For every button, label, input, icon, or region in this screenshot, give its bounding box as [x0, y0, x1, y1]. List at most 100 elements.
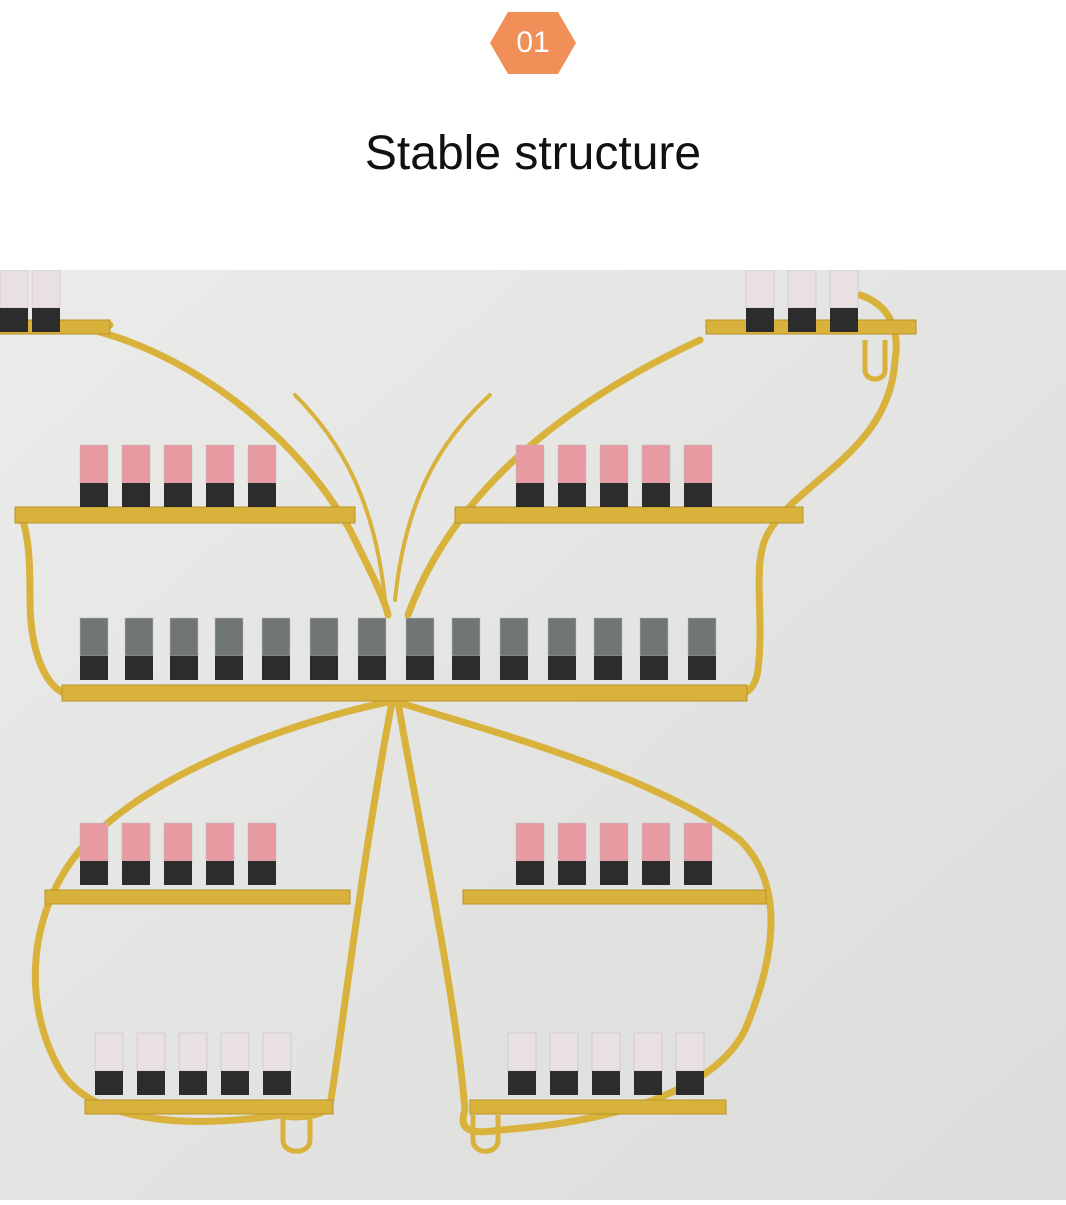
bottle-cap-light-bottom-right-1 — [550, 1071, 578, 1095]
bottle-cap-gray-middle-10 — [548, 656, 576, 680]
bottle-body-light-bottom-right-2 — [591, 1032, 621, 1072]
bottle-body-light-bottom-right-1 — [549, 1032, 579, 1072]
bottle-cap-pink-upper-right-1 — [558, 483, 586, 507]
shelf-bottom-left — [84, 1099, 334, 1115]
bottle-body-gray-middle-11 — [593, 617, 623, 657]
bottle-body-pink-upper-left-2 — [163, 444, 193, 484]
bottle-cap-pink-upper-right-4 — [684, 483, 712, 507]
bottle-cap-gray-middle-3 — [215, 656, 243, 680]
bottle-body-gray-middle-4 — [261, 617, 291, 657]
bottle-body-gray-middle-12 — [639, 617, 669, 657]
bottle-body-pink-upper-right-3 — [641, 444, 671, 484]
bottle-cap-pink-lower-right-3 — [642, 861, 670, 885]
bottle-body-light-top-right-0 — [745, 269, 775, 309]
bottle-body-gray-middle-0 — [79, 617, 109, 657]
bottle-body-light-top-left-1 — [31, 269, 61, 309]
bottle-cap-gray-middle-1 — [125, 656, 153, 680]
bottle-cap-pink-upper-left-3 — [206, 483, 234, 507]
bottle-body-pink-lower-left-2 — [163, 822, 193, 862]
bottle-body-gray-middle-13 — [687, 617, 717, 657]
bottle-cap-light-top-right-0 — [746, 308, 774, 332]
bottle-cap-light-bottom-left-1 — [137, 1071, 165, 1095]
bottle-body-pink-lower-right-0 — [515, 822, 545, 862]
bottle-body-gray-middle-9 — [499, 617, 529, 657]
hook-top-right — [862, 340, 888, 382]
bottle-cap-pink-upper-left-4 — [248, 483, 276, 507]
bottle-cap-light-bottom-left-3 — [221, 1071, 249, 1095]
frame-upper-right-inner — [404, 336, 704, 619]
bottle-body-pink-upper-right-0 — [515, 444, 545, 484]
frame-upper-left-lower — [14, 506, 74, 699]
bottle-cap-pink-lower-right-0 — [516, 861, 544, 885]
bottle-body-pink-lower-right-2 — [599, 822, 629, 862]
bottle-body-gray-middle-3 — [214, 617, 244, 657]
bottle-cap-light-bottom-left-2 — [179, 1071, 207, 1095]
bottle-cap-light-top-right-2 — [830, 308, 858, 332]
bottle-cap-gray-middle-4 — [262, 656, 290, 680]
bottle-cap-gray-middle-5 — [310, 656, 338, 680]
bottle-body-light-bottom-left-1 — [136, 1032, 166, 1072]
bottle-cap-light-top-right-1 — [788, 308, 816, 332]
bottle-cap-gray-middle-11 — [594, 656, 622, 680]
shelf-lower-left — [44, 889, 351, 905]
bottle-body-pink-lower-right-3 — [641, 822, 671, 862]
bottle-cap-gray-middle-9 — [500, 656, 528, 680]
bottle-cap-light-bottom-right-0 — [508, 1071, 536, 1095]
bottle-cap-pink-upper-left-1 — [122, 483, 150, 507]
shelf-upper-left — [14, 506, 356, 524]
bottle-cap-light-top-left-0 — [0, 308, 28, 332]
bottle-cap-gray-middle-6 — [358, 656, 386, 680]
bottle-cap-pink-lower-left-1 — [122, 861, 150, 885]
bottle-cap-light-bottom-right-4 — [676, 1071, 704, 1095]
bottle-body-gray-middle-6 — [357, 617, 387, 657]
bottle-rows — [0, 269, 859, 1095]
bottle-body-pink-lower-left-1 — [121, 822, 151, 862]
bottle-body-light-bottom-left-4 — [262, 1032, 292, 1072]
hexagon-badge-shape — [490, 12, 576, 74]
bottle-cap-light-bottom-left-0 — [95, 1071, 123, 1095]
bottle-cap-pink-upper-right-0 — [516, 483, 544, 507]
hook-bottom-left — [280, 1115, 313, 1154]
butterfly-shelf-illustration — [0, 269, 1066, 1200]
bottle-body-pink-lower-right-1 — [557, 822, 587, 862]
bottle-body-pink-upper-right-4 — [683, 444, 713, 484]
bottle-body-pink-upper-left-0 — [79, 444, 109, 484]
bottle-body-light-bottom-left-0 — [94, 1032, 124, 1072]
shelf-middle — [61, 684, 748, 702]
bottle-body-pink-upper-right-2 — [599, 444, 629, 484]
product-photo — [0, 269, 1066, 1200]
hook-bottom-right — [470, 1115, 501, 1154]
bottle-body-light-bottom-left-3 — [220, 1032, 250, 1072]
bottle-cap-gray-middle-8 — [452, 656, 480, 680]
mount-hooks — [280, 340, 888, 1154]
bottle-cap-pink-lower-right-2 — [600, 861, 628, 885]
bottle-body-pink-upper-left-4 — [247, 444, 277, 484]
bottle-cap-pink-lower-right-1 — [558, 861, 586, 885]
bottle-body-pink-lower-left-4 — [247, 822, 277, 862]
bottle-cap-light-bottom-right-2 — [592, 1071, 620, 1095]
bottle-cap-pink-lower-left-3 — [206, 861, 234, 885]
bottle-cap-gray-middle-13 — [688, 656, 716, 680]
bottle-body-light-bottom-right-3 — [633, 1032, 663, 1072]
bottle-cap-gray-middle-7 — [406, 656, 434, 680]
bottle-cap-pink-lower-right-4 — [684, 861, 712, 885]
bottle-cap-gray-middle-0 — [80, 656, 108, 680]
shelf-bottom-right — [469, 1099, 727, 1115]
shelf-upper-right — [454, 506, 804, 524]
bottle-body-gray-middle-8 — [451, 617, 481, 657]
bottle-body-light-top-right-2 — [829, 269, 859, 309]
bottle-cap-pink-lower-left-4 — [248, 861, 276, 885]
bottle-cap-pink-upper-right-2 — [600, 483, 628, 507]
bottle-body-gray-middle-7 — [405, 617, 435, 657]
bottle-body-pink-lower-right-4 — [683, 822, 713, 862]
bottle-cap-pink-upper-left-0 — [80, 483, 108, 507]
bottle-cap-pink-lower-left-0 — [80, 861, 108, 885]
antenna-right — [393, 393, 492, 602]
bottle-cap-gray-middle-2 — [170, 656, 198, 680]
step-badge: 01 — [488, 10, 578, 76]
bottle-cap-pink-upper-left-2 — [164, 483, 192, 507]
bottle-body-gray-middle-1 — [124, 617, 154, 657]
bottle-body-pink-upper-left-1 — [121, 444, 151, 484]
bottle-body-light-bottom-right-0 — [507, 1032, 537, 1072]
shelf-lower-right — [462, 889, 767, 905]
